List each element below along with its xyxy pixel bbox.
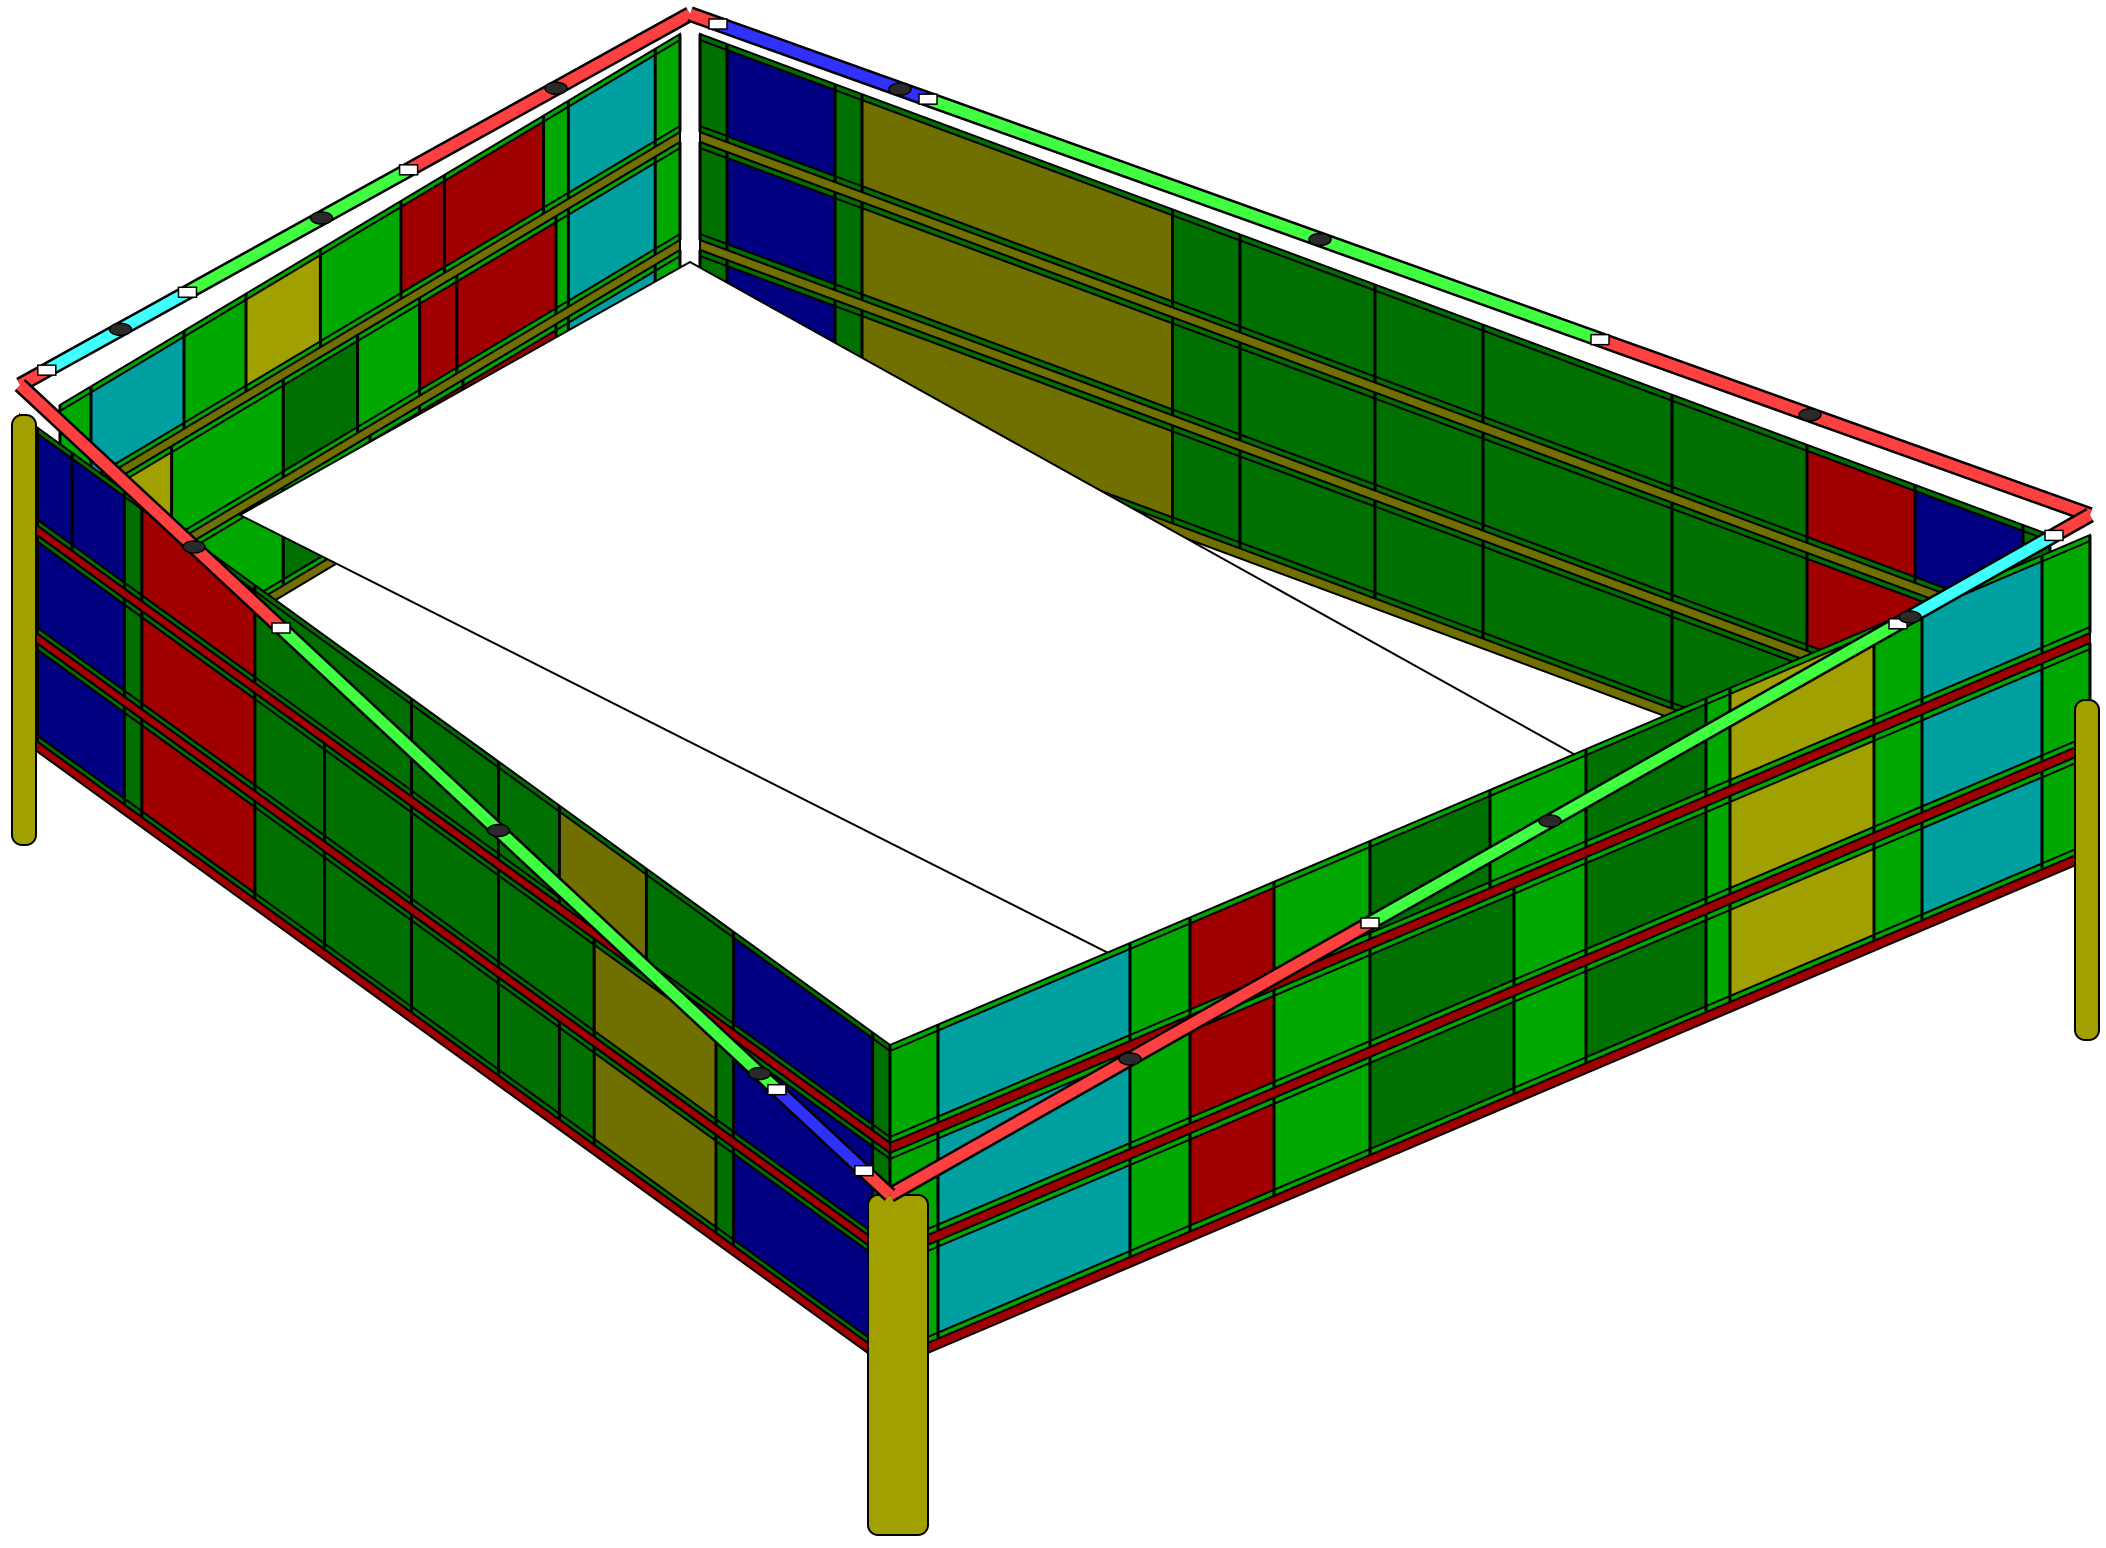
bolt-connector-icon (1538, 814, 1562, 828)
outer-wall-front-left (18, 413, 892, 1371)
rim-cap-segment (773, 1085, 868, 1175)
rim-label-tab (918, 93, 938, 105)
bolt-connector-icon (486, 823, 511, 838)
corner-post-front (867, 1194, 929, 1536)
rim-label-tab (1590, 333, 1610, 346)
bolt-connector-icon (1308, 232, 1332, 247)
rim-cap-segment (16, 380, 285, 633)
rim-label-tab (398, 164, 419, 176)
bolt-connector-icon (888, 82, 912, 96)
rim-label-tab (1360, 917, 1380, 929)
bolt-connector-icon (1898, 610, 1922, 624)
corner-post-right (2074, 699, 2100, 1041)
bolt-connector-icon (108, 322, 133, 337)
bolt-connector-icon (309, 211, 334, 225)
bolt-connector-icon (747, 1066, 772, 1081)
bolt-connector-icon (544, 81, 568, 95)
bolt-connector-icon (1118, 1052, 1142, 1066)
rim-cap-segment (926, 93, 1602, 345)
rim-cap-segment (1598, 334, 2092, 521)
bolt-connector-icon (182, 540, 206, 554)
rim-label-tab (854, 1164, 874, 1177)
rim-cap-segment (277, 623, 781, 1094)
rim-label-tab (708, 18, 728, 30)
rim-label-tab (271, 622, 291, 634)
rim-cap-segment (184, 165, 412, 298)
rim-label-tab (37, 364, 57, 376)
rim-label-tab (2044, 529, 2064, 542)
rim-label-tab (767, 1083, 787, 1096)
top-rim (14, 6, 2094, 1202)
rim-label-tab (1888, 618, 1908, 630)
corner-post-left (11, 414, 37, 846)
rim-cap-segment (1895, 530, 2057, 629)
bolt-connector-icon (1798, 408, 1822, 422)
rim-cap-segment (1367, 619, 1901, 928)
rim-label-tab (177, 286, 198, 298)
